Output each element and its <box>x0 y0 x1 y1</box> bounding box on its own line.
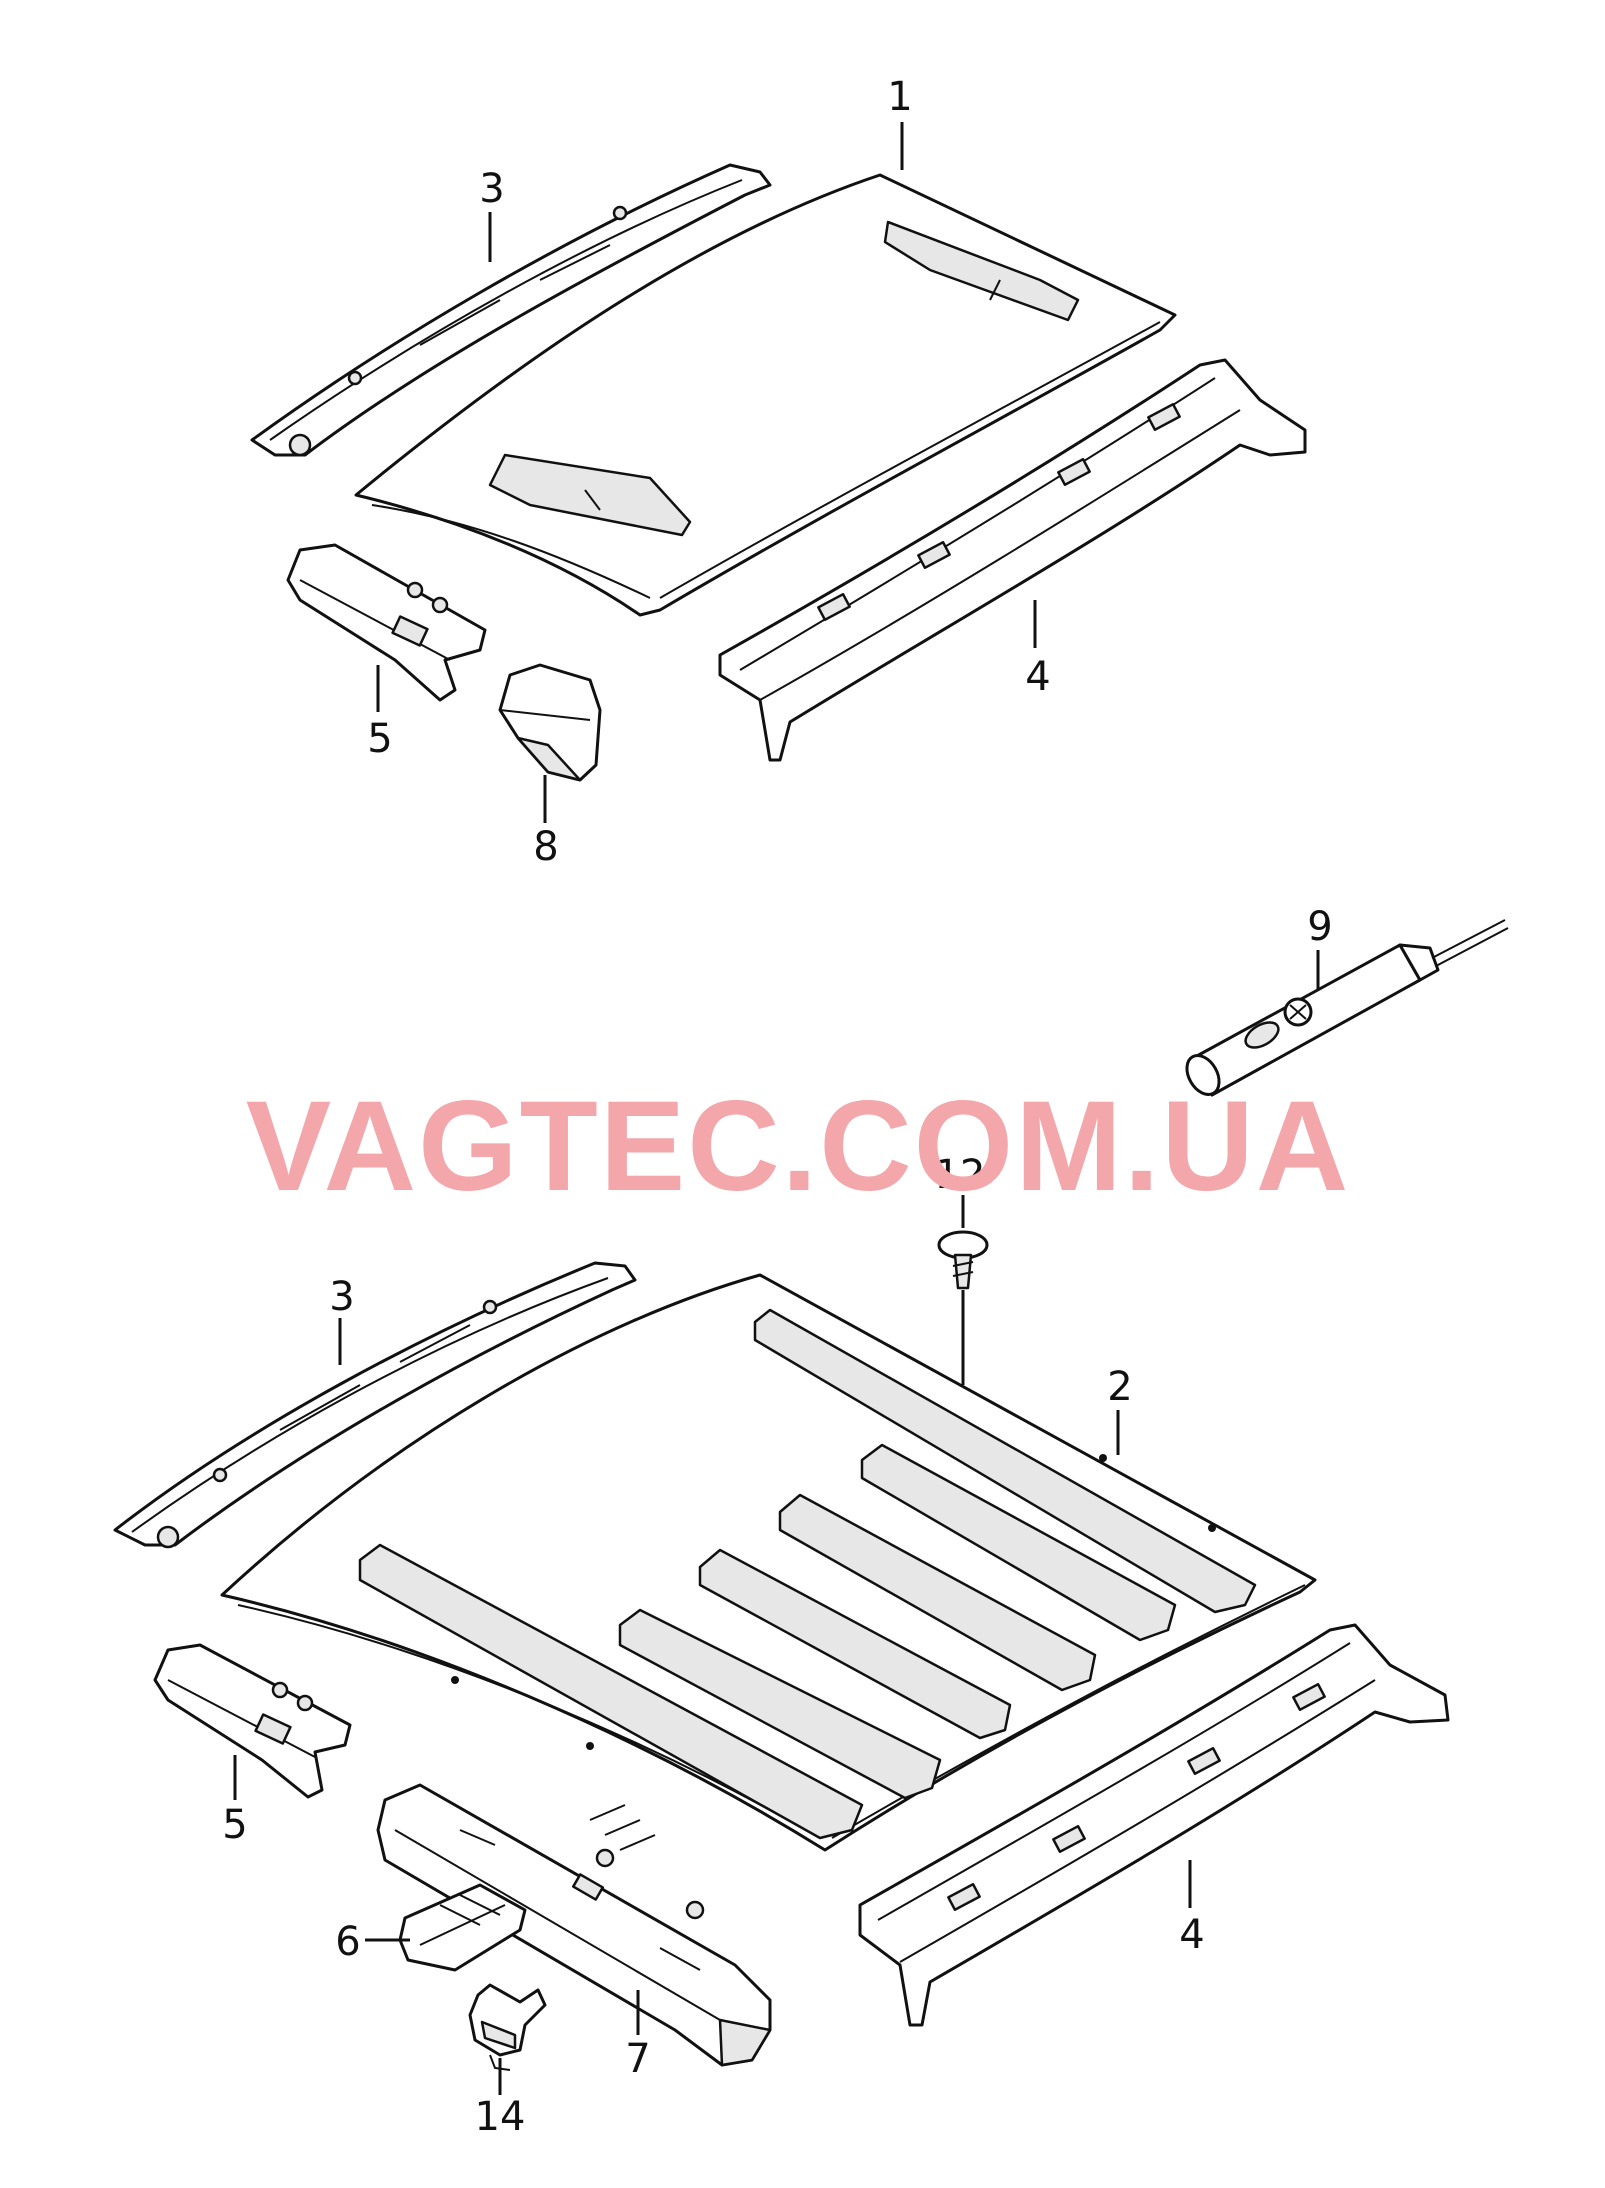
callout-5-lower: 5 <box>222 1802 247 1848</box>
roof-rail-right-upper <box>718 358 1307 762</box>
cross-member <box>376 1783 772 2067</box>
clip <box>468 1983 547 2071</box>
callout-labels: 1 3 4 5 8 9 12 2 3 4 5 6 7 14 <box>222 74 1332 2140</box>
roof-panel-lower <box>220 1273 1317 1852</box>
watermark: VAGTEC.COM.UA <box>246 1075 1351 1218</box>
callout-14: 14 <box>475 2094 526 2140</box>
callout-3-lower: 3 <box>329 1274 354 1320</box>
leader-lines <box>233 122 1320 2095</box>
roof-rail-right-lower <box>858 1623 1450 2027</box>
callout-2: 2 <box>1107 1364 1132 1410</box>
callout-9: 9 <box>1307 904 1332 950</box>
reinforcement-plate <box>398 1883 527 1972</box>
callout-12: 12 <box>935 1152 986 1198</box>
callout-4-lower: 4 <box>1179 1912 1204 1958</box>
callout-1: 1 <box>887 74 912 120</box>
corner-piece-upper <box>498 663 602 782</box>
callout-4-upper: 4 <box>1025 654 1050 700</box>
callout-7: 7 <box>625 2036 650 2082</box>
roof-panel-upper <box>354 173 1177 617</box>
callout-5-upper: 5 <box>367 716 392 762</box>
screw <box>937 1230 989 1290</box>
bracket-lower <box>153 1643 352 1799</box>
callout-3-upper: 3 <box>479 166 504 212</box>
roof-rail-left-upper <box>250 163 772 457</box>
callout-8: 8 <box>533 824 558 870</box>
callout-6: 6 <box>335 1919 360 1965</box>
sealant-cartridge <box>1185 919 1509 1097</box>
bracket-upper <box>286 543 487 702</box>
roof-rail-left-lower <box>113 1261 637 1549</box>
